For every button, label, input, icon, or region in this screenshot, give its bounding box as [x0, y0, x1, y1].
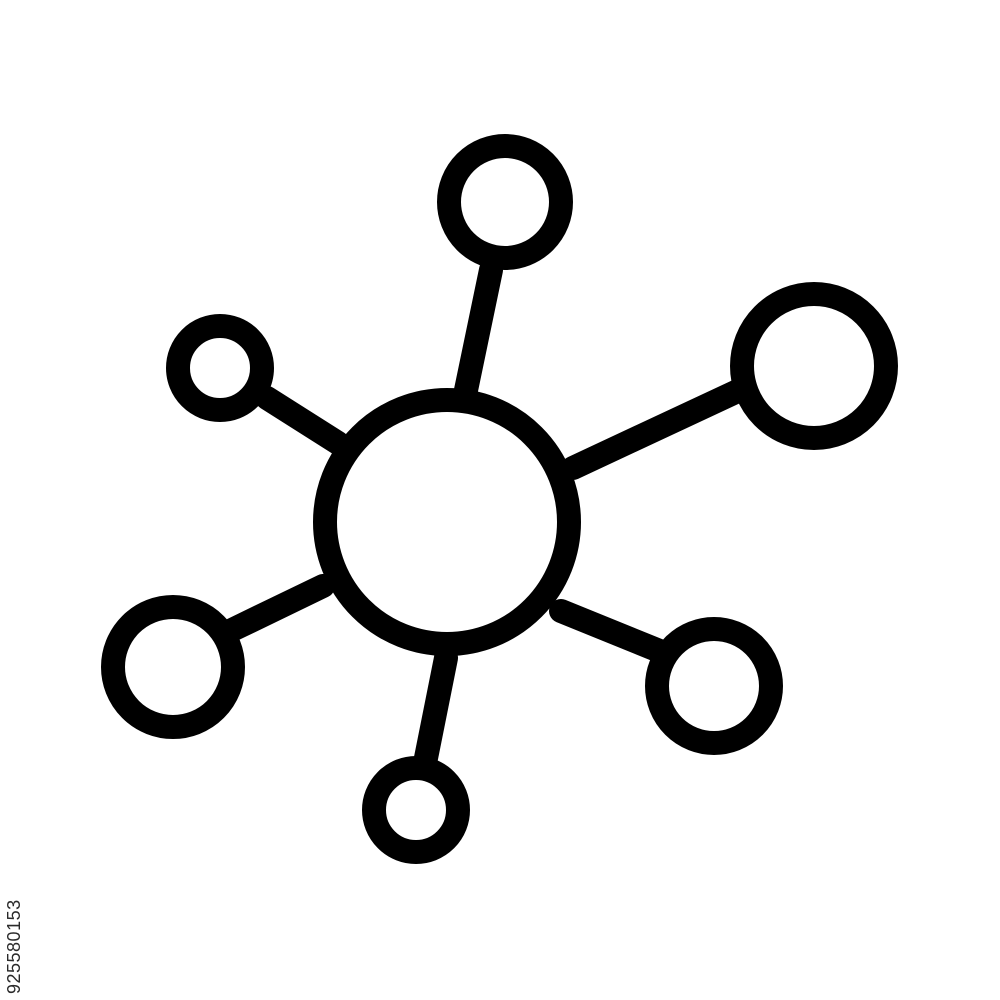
connector-upper-left — [255, 386, 350, 455]
connector-lower-left — [220, 574, 335, 642]
connector-lines — [220, 258, 754, 770]
connector-bottom — [414, 646, 458, 770]
node-upper-left — [166, 314, 274, 422]
stock-id-watermark: 925580153 — [4, 899, 24, 994]
node-lower-left — [101, 595, 245, 739]
nodes — [101, 134, 898, 864]
node-lower-right — [645, 617, 783, 755]
connector-top — [453, 258, 503, 407]
center-hub-node — [313, 388, 581, 656]
node-top — [437, 134, 573, 270]
node-bottom — [362, 756, 470, 864]
connector-upper-right — [561, 377, 754, 480]
node-upper-right — [730, 282, 898, 450]
connector-lower-right — [549, 599, 674, 664]
